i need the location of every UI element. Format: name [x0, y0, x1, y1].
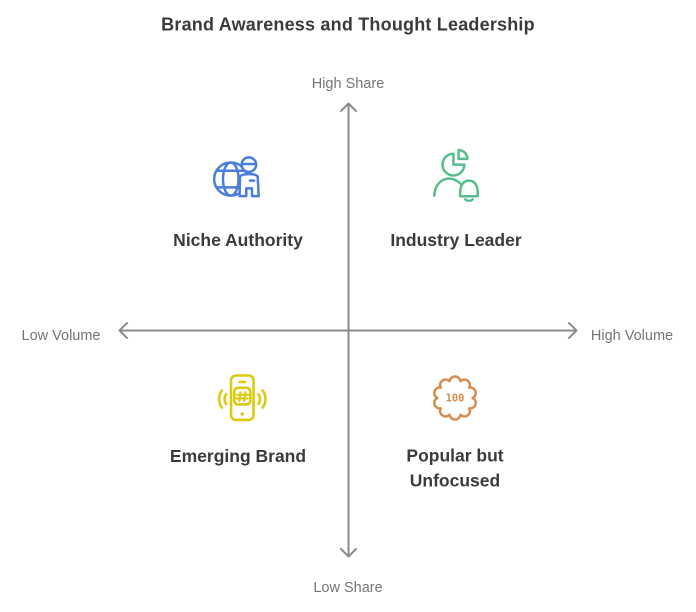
axes-lines	[118, 102, 578, 558]
arrowhead-up-icon	[340, 102, 357, 112]
page-title: Brand Awareness and Thought Leadership	[161, 14, 535, 35]
quadrant-label-popular-but-unfocused: Popular but Unfocused	[406, 445, 504, 491]
quadrant-label-emerging-brand: Emerging Brand	[169, 445, 307, 466]
arrowhead-left-icon	[118, 322, 128, 339]
vibrating-phone-hashtag-icon	[217, 374, 267, 422]
axis-label-low-volume: Low Volume	[21, 328, 101, 344]
user-pie-chart-bell-icon	[433, 148, 479, 202]
quadrant-label-industry-leader: Industry Leader	[390, 229, 522, 250]
arrowhead-down-icon	[340, 548, 357, 558]
scalloped-seal-outline	[433, 375, 477, 421]
axis-label-low-share: Low Share	[313, 580, 383, 596]
phone-home-dot	[240, 412, 244, 416]
quadrant-label-niche-authority: Niche Authority	[173, 229, 303, 250]
axis-label-high-volume: High Volume	[590, 328, 674, 344]
axis-label-high-share: High Share	[311, 76, 385, 92]
globe-person-icon	[212, 156, 260, 198]
arrowhead-right-icon	[568, 322, 578, 339]
badge-100-text: 100	[446, 393, 465, 405]
scalloped-badge-100-icon: 100	[433, 375, 477, 421]
